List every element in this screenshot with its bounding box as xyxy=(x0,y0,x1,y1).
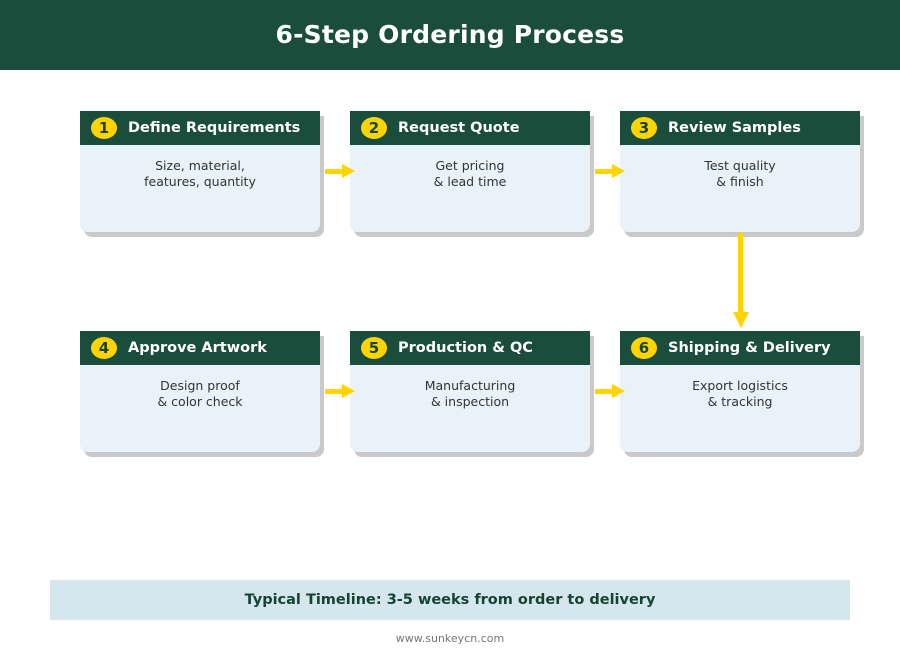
card-description-line-2: & color check xyxy=(157,394,243,409)
card-description-line-2: & tracking xyxy=(707,394,773,409)
card-description: Design proof & color check xyxy=(80,378,320,410)
card-description: Test quality & finish xyxy=(620,158,860,190)
card-title: Request Quote xyxy=(398,120,520,136)
card-header: 5 Production & QC xyxy=(350,331,590,365)
step-number-badge: 2 xyxy=(361,117,387,139)
card-description: Size, material, features, quantity xyxy=(80,158,320,190)
arrow-right-icon xyxy=(595,384,625,398)
card-body: Get pricing & lead time xyxy=(350,145,590,232)
step-card-4[interactable]: Design proof & color check 4 Approve Art… xyxy=(80,331,324,457)
arrow-shaft xyxy=(325,389,344,394)
arrow-right-icon xyxy=(325,384,355,398)
card-description-line-1: Get pricing xyxy=(435,158,505,173)
card-body: Design proof & color check xyxy=(80,365,320,452)
step-card-2[interactable]: Get pricing & lead time 2 Request Quote xyxy=(350,111,594,237)
card-description-line-1: Test quality xyxy=(704,158,776,173)
card-description-line-2: features, quantity xyxy=(144,174,256,189)
timeline-banner: Typical Timeline: 3-5 weeks from order t… xyxy=(50,580,850,620)
arrow-shaft xyxy=(325,169,344,174)
title-banner: 6-Step Ordering Process xyxy=(0,0,900,70)
arrow-head xyxy=(612,164,625,178)
card-header: 4 Approve Artwork xyxy=(80,331,320,365)
card-body: Test quality & finish xyxy=(620,145,860,232)
card-header: 2 Request Quote xyxy=(350,111,590,145)
card-title: Review Samples xyxy=(668,120,801,136)
step-card-5[interactable]: Manufacturing & inspection 5 Production … xyxy=(350,331,594,457)
card-header: 1 Define Requirements xyxy=(80,111,320,145)
card-body: Manufacturing & inspection xyxy=(350,365,590,452)
arrow-head xyxy=(342,164,355,178)
card-description-line-1: Export logistics xyxy=(692,378,788,393)
step-card-6[interactable]: Export logistics & tracking 6 Shipping &… xyxy=(620,331,864,457)
arrow-right-icon xyxy=(325,164,355,178)
arrow-shaft xyxy=(595,389,614,394)
arrow-head xyxy=(733,312,749,328)
card-title: Define Requirements xyxy=(128,120,301,136)
card-body: Size, material, features, quantity xyxy=(80,145,320,232)
card-description: Get pricing & lead time xyxy=(350,158,590,190)
arrow-down-icon xyxy=(733,233,749,328)
card-description-line-1: Manufacturing xyxy=(424,378,516,393)
page-title: 6-Step Ordering Process xyxy=(275,20,625,49)
arrow-shaft xyxy=(595,169,614,174)
card-description-line-2: & inspection xyxy=(430,394,510,409)
step-number-badge: 1 xyxy=(91,117,117,139)
card-title: Shipping & Delivery xyxy=(668,340,831,356)
card-description: Export logistics & tracking xyxy=(620,378,860,410)
card-description-line-1: Size, material, xyxy=(155,158,245,173)
timeline-label: Typical Timeline: 3-5 weeks from order t… xyxy=(244,592,656,608)
step-number-badge: 6 xyxy=(631,337,657,359)
step-number-badge: 4 xyxy=(91,337,117,359)
arrow-right-icon xyxy=(595,164,625,178)
card-title: Production & QC xyxy=(398,340,533,356)
card-header: 6 Shipping & Delivery xyxy=(620,331,860,365)
arrow-head xyxy=(342,384,355,398)
arrow-head xyxy=(612,384,625,398)
step-card-3[interactable]: Test quality & finish 3 Review Samples xyxy=(620,111,864,237)
card-description-line-1: Design proof xyxy=(160,378,240,393)
card-header: 3 Review Samples xyxy=(620,111,860,145)
card-description-line-2: & lead time xyxy=(433,174,507,189)
card-description: Manufacturing & inspection xyxy=(350,378,590,410)
card-title: Approve Artwork xyxy=(128,340,267,356)
step-number-badge: 5 xyxy=(361,337,387,359)
arrow-shaft xyxy=(738,233,743,315)
card-body: Export logistics & tracking xyxy=(620,365,860,452)
footer-website: www.sunkeycn.com xyxy=(395,632,505,645)
step-card-1[interactable]: Size, material, features, quantity 1 Def… xyxy=(80,111,324,237)
step-number-badge: 3 xyxy=(631,117,657,139)
card-description-line-2: & finish xyxy=(716,174,764,189)
